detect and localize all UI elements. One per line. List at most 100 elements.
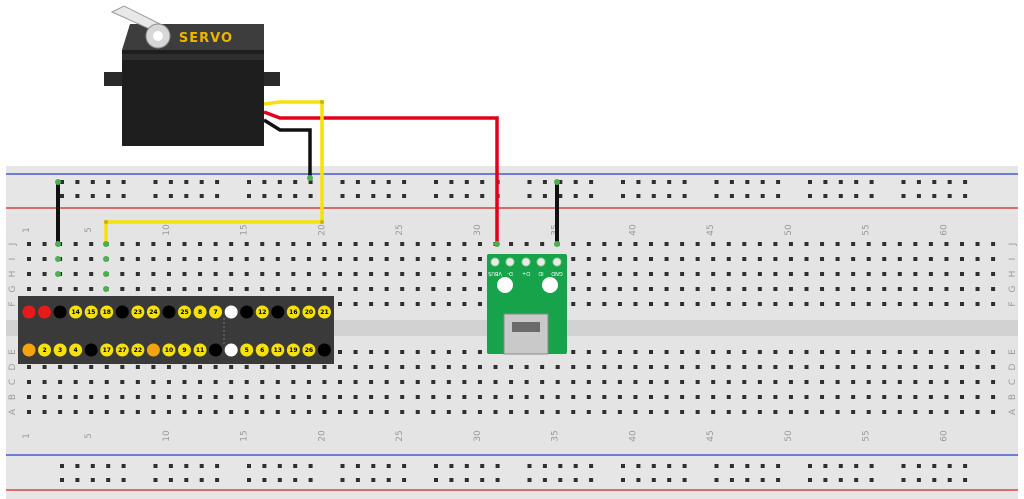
gpio-header-body: [18, 296, 334, 364]
breadboard-hole: [586, 257, 591, 261]
rail-hole: [480, 478, 485, 482]
breadboard-hole: [680, 410, 685, 414]
rail-hole: [589, 478, 594, 482]
breadboard-hole: [882, 365, 887, 369]
breadboard-hole: [882, 272, 887, 276]
rail-hole: [480, 194, 485, 198]
breadboard-hole: [851, 287, 856, 291]
rail-hole: [308, 194, 313, 198]
row-label: G: [8, 285, 18, 292]
breadboard-hole: [42, 410, 47, 414]
breadboard-hole: [151, 287, 156, 291]
breadboard-hole: [711, 257, 716, 261]
breadboard-hole: [291, 272, 296, 276]
breadboard-hole: [851, 272, 856, 276]
breadboard-hole: [73, 365, 78, 369]
breadboard-hole: [338, 350, 342, 354]
column-label: 40: [628, 224, 638, 236]
breadboard-hole: [633, 410, 638, 414]
breadboard-hole: [120, 272, 125, 276]
breadboard-hole: [229, 365, 234, 369]
rail-hole: [75, 478, 80, 482]
breadboard-hole: [913, 287, 918, 291]
breadboard-hole: [788, 272, 793, 276]
breadboard-hole: [991, 395, 996, 399]
breadboard-hole: [711, 365, 716, 369]
breadboard-hole: [960, 242, 964, 246]
breadboard-hole: [991, 302, 996, 306]
breadboard-hole: [757, 272, 762, 276]
breadboard-hole: [540, 380, 545, 384]
breadboard-hole: [229, 287, 234, 291]
usb-pin-label: D+: [522, 270, 530, 276]
rail-hole: [90, 478, 95, 482]
rail-hole: [963, 194, 968, 198]
rail-hole: [854, 478, 859, 482]
breadboard-hole: [882, 242, 887, 246]
breadboard-hole: [415, 272, 420, 276]
breadboard-hole: [477, 272, 482, 276]
breadboard-hole: [928, 272, 933, 276]
breadboard-hole: [866, 302, 871, 306]
breadboard-hole: [695, 287, 700, 291]
row-label: D: [1008, 363, 1018, 370]
breadboard-hole: [820, 272, 825, 276]
breadboard-hole: [415, 242, 420, 246]
breadboard-hole: [742, 365, 747, 369]
rail-hole: [121, 180, 126, 184]
breadboard-hole: [928, 287, 933, 291]
breadboard-hole: [166, 272, 171, 276]
breadboard-hole: [166, 410, 171, 414]
rail-hole: [402, 194, 407, 198]
breadboard-hole: [73, 257, 78, 261]
breadboard-hole: [322, 410, 327, 414]
gpio-pin-label: 3: [58, 347, 62, 354]
column-label: 25: [395, 224, 405, 235]
rail-hole: [215, 464, 220, 468]
breadboard-hole: [975, 272, 980, 276]
rail-hole: [636, 478, 641, 482]
breadboard-hole: [182, 365, 187, 369]
breadboard-hole: [602, 302, 607, 306]
breadboard-hole: [400, 350, 405, 354]
breadboard-hole: [509, 242, 514, 246]
breadboard-hole: [804, 257, 809, 261]
rail-hole: [355, 478, 360, 482]
gpio-pin: [53, 343, 67, 357]
rail-hole: [589, 464, 594, 468]
breadboard-hole: [353, 395, 358, 399]
gpio-pin-label: 20: [305, 309, 313, 316]
breadboard-hole: [369, 365, 374, 369]
breadboard-hole: [291, 257, 296, 261]
breadboard-hole: [571, 365, 576, 369]
breadboard-hole: [804, 242, 809, 246]
breadboard-hole: [353, 272, 358, 276]
breadboard-hole: [151, 242, 156, 246]
breadboard-hole: [804, 380, 809, 384]
wire-end-dot: [55, 241, 61, 247]
breadboard-hole: [462, 242, 467, 246]
breadboard-hole: [835, 410, 840, 414]
rail-hole: [776, 478, 781, 482]
rail-hole: [247, 478, 251, 482]
breadboard-hole: [244, 395, 249, 399]
rail-hole: [449, 180, 454, 184]
breadboard-hole: [89, 287, 94, 291]
breadboard-hole: [866, 272, 871, 276]
breadboard-hole: [27, 272, 31, 276]
breadboard-hole: [695, 242, 700, 246]
breadboard-hole: [617, 272, 622, 276]
breadboard-hole: [960, 365, 964, 369]
row-label: A: [1008, 408, 1018, 415]
breadboard-hole: [166, 365, 171, 369]
gpio-pin: [255, 343, 269, 357]
breadboard-hole: [991, 410, 996, 414]
rail-hole: [869, 478, 874, 482]
rail-hole: [340, 464, 345, 468]
gpio-pin: [69, 343, 83, 357]
rail-hole: [90, 464, 95, 468]
breadboard-hole: [151, 257, 156, 261]
breadboard-hole: [27, 257, 31, 261]
breadboard-hole: [649, 242, 653, 246]
gpio-pin-label: 14: [71, 309, 79, 316]
